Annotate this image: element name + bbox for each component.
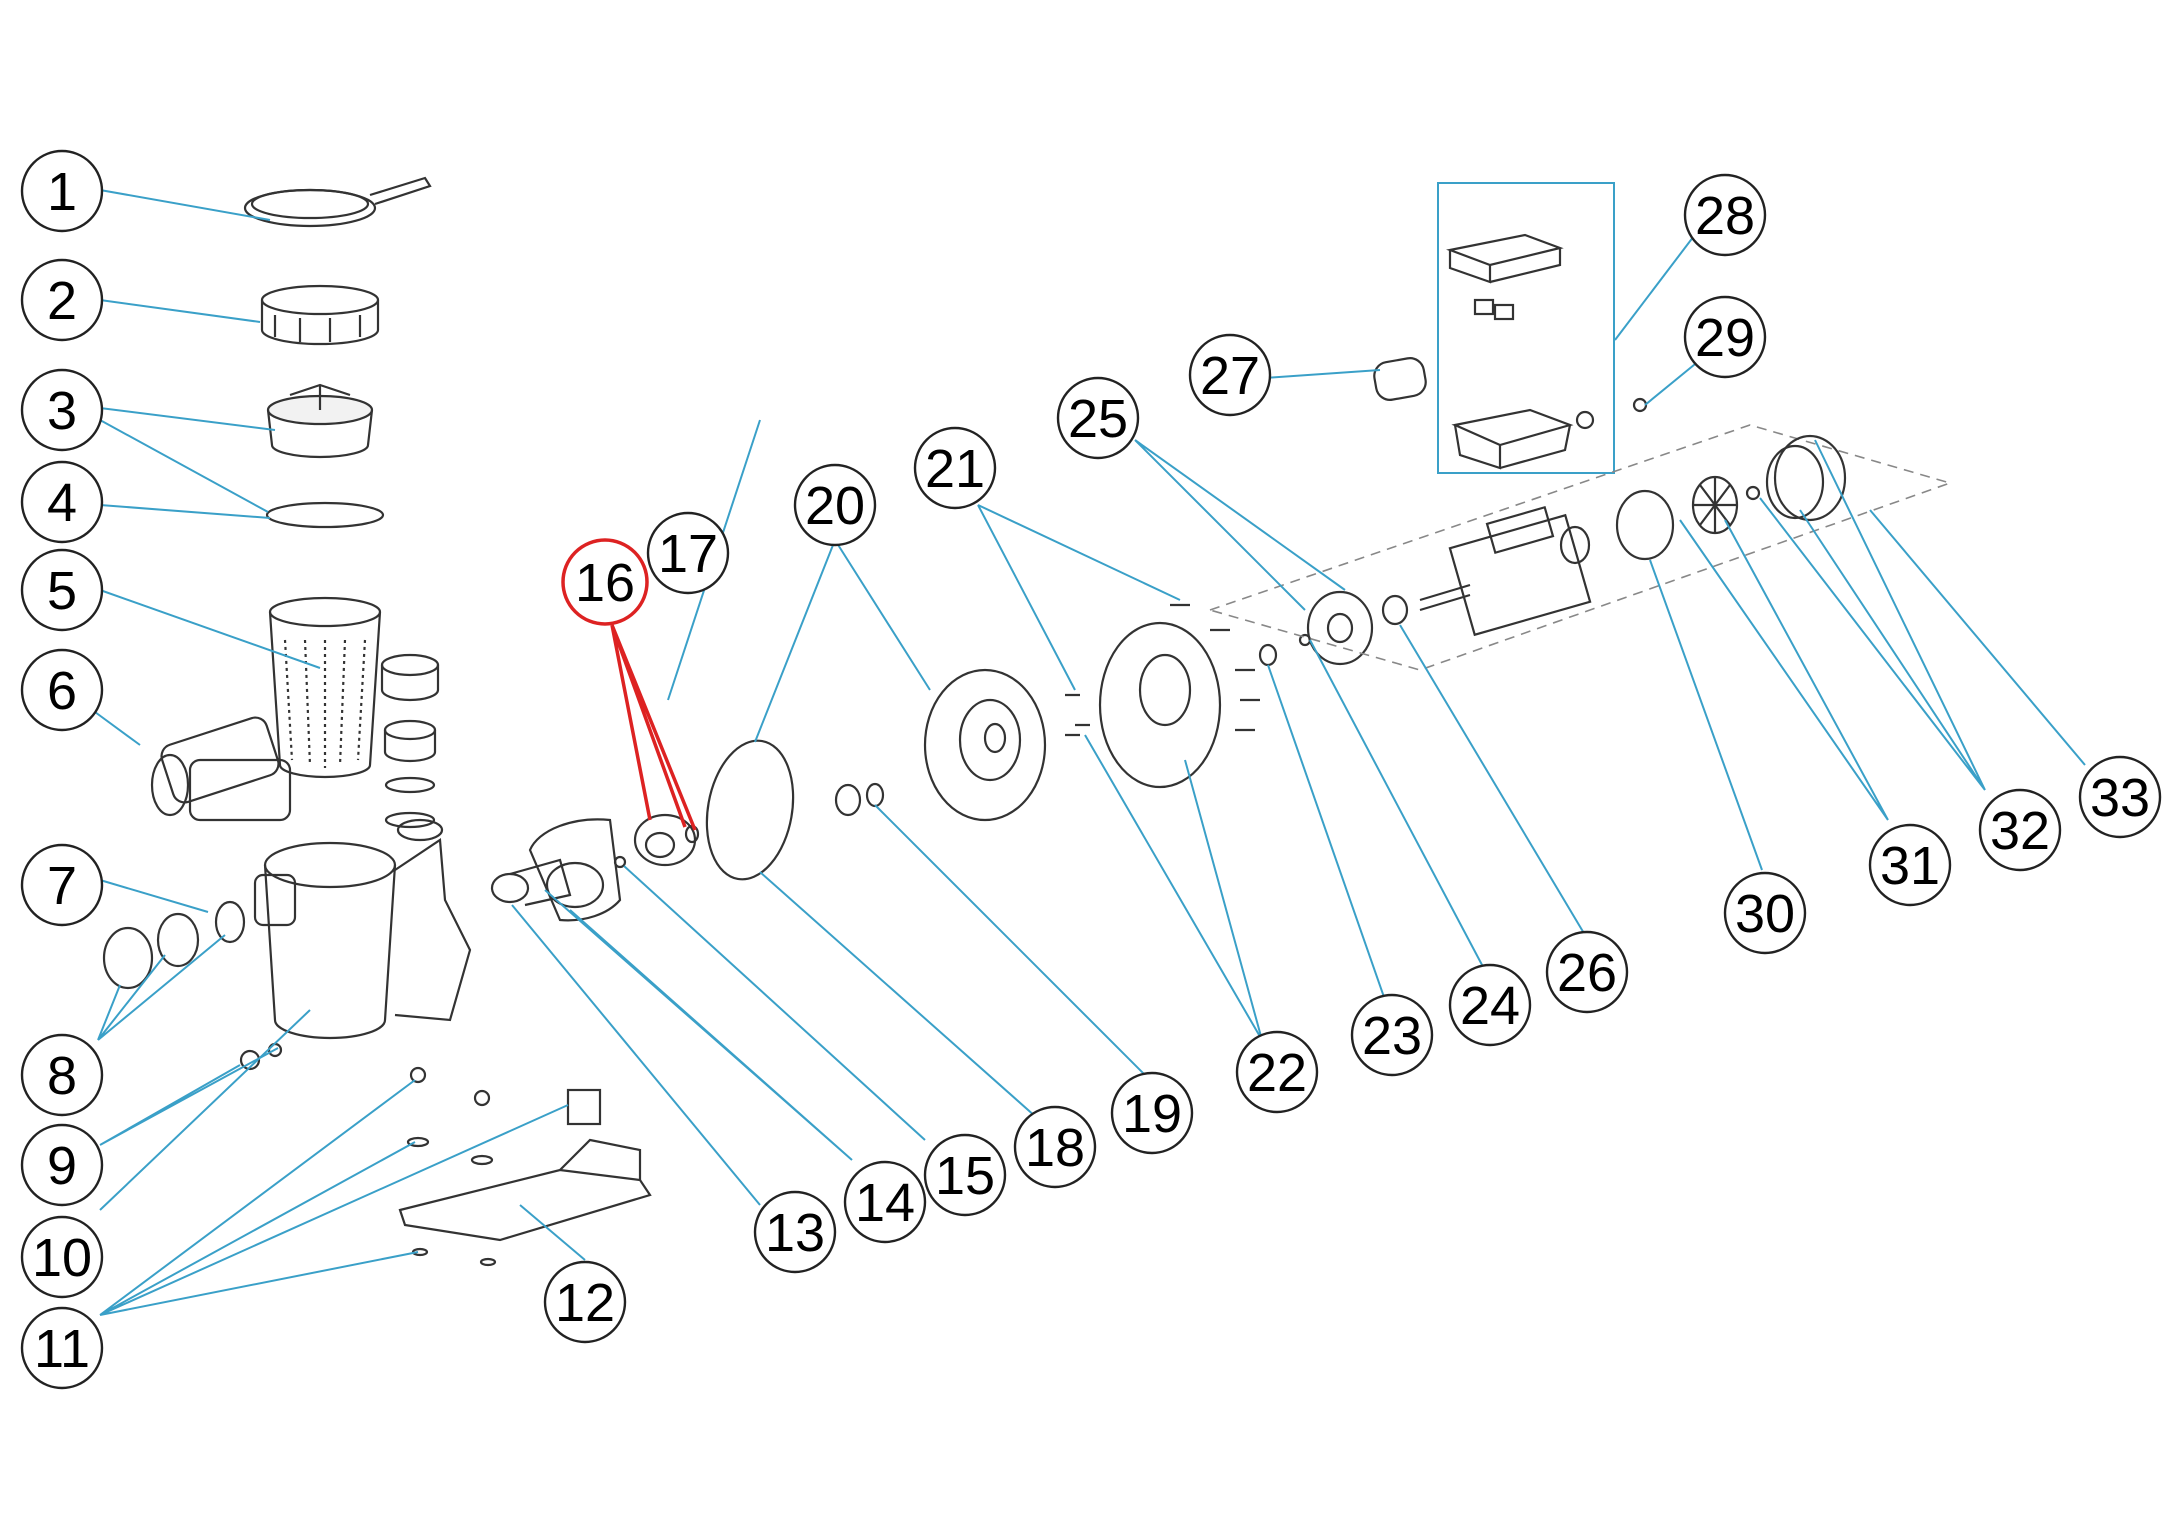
svg-text:27: 27: [1200, 346, 1260, 406]
part-1-lid-ring: [243, 176, 432, 228]
part-28-terminal-box: [1437, 182, 1615, 474]
svg-text:12: 12: [555, 1273, 615, 1333]
callout-27: 27: [1188, 333, 1272, 417]
callout-8: 8: [20, 1033, 104, 1117]
svg-text:3: 3: [47, 381, 77, 441]
part-23-washer: [1258, 643, 1278, 667]
part-5-basket: [268, 596, 382, 779]
part-12-base: [398, 1088, 652, 1242]
callout-21: 21: [913, 426, 997, 510]
svg-text:1: 1: [47, 162, 77, 222]
svg-text:19: 19: [1122, 1084, 1182, 1144]
part-21-22-bracket: [1065, 603, 1260, 789]
callout-23: 23: [1350, 993, 1434, 1077]
part-32-fan-cover: [1745, 434, 1847, 522]
part-27-capacitor: [1373, 357, 1427, 401]
svg-text:22: 22: [1247, 1043, 1307, 1103]
svg-text:24: 24: [1460, 976, 1520, 1036]
svg-text:20: 20: [805, 476, 865, 536]
part-motor-assembly: [1207, 424, 1953, 671]
part-30-end-plate: [1615, 489, 1675, 561]
callout-33: 33: [2078, 755, 2162, 839]
part-18-gasket: [705, 739, 795, 881]
part-unions-set: [380, 653, 440, 829]
callout-17: 17: [646, 511, 730, 595]
callout-20: 20: [793, 463, 877, 547]
svg-text:14: 14: [855, 1173, 915, 1233]
svg-text:30: 30: [1735, 884, 1795, 944]
callout-25: 25: [1056, 376, 1140, 460]
part-pump-housing: [253, 818, 472, 1040]
part-7-8-front-unions: [102, 900, 246, 990]
callout-24: 24: [1448, 963, 1532, 1047]
svg-text:21: 21: [925, 439, 985, 499]
svg-text:16: 16: [575, 553, 635, 613]
svg-text:31: 31: [1880, 836, 1940, 896]
callout-32: 32: [1978, 788, 2062, 872]
svg-text:15: 15: [935, 1146, 995, 1206]
part-13-14-diffuser: [490, 818, 622, 922]
part-20-seal-plate: [923, 668, 1047, 822]
callout-6: 6: [20, 648, 104, 732]
part-15-screw: [613, 855, 627, 869]
svg-text:23: 23: [1362, 1006, 1422, 1066]
part-29-screw: [1632, 397, 1648, 413]
callout-1: 1: [20, 149, 104, 233]
callout-15: 15: [923, 1133, 1007, 1217]
callout-4: 4: [20, 460, 104, 544]
part-drawings: [102, 176, 1953, 1267]
svg-text:28: 28: [1695, 186, 1755, 246]
callout-7: 7: [20, 843, 104, 927]
svg-text:29: 29: [1695, 308, 1755, 368]
svg-text:18: 18: [1025, 1118, 1085, 1178]
svg-text:10: 10: [32, 1228, 92, 1288]
callout-19: 19: [1110, 1071, 1194, 1155]
svg-text:13: 13: [765, 1203, 825, 1263]
part-6-adapters: [150, 716, 292, 822]
svg-text:25: 25: [1068, 389, 1128, 449]
svg-text:2: 2: [47, 271, 77, 331]
svg-text:4: 4: [47, 473, 77, 533]
svg-text:32: 32: [1990, 801, 2050, 861]
svg-text:33: 33: [2090, 768, 2150, 828]
callout-18: 18: [1013, 1105, 1097, 1189]
callout-10: 10: [20, 1215, 104, 1299]
callout-2: 2: [20, 258, 104, 342]
leader-lines: [94, 189, 2086, 1316]
part-2-lid-nut: [260, 284, 380, 346]
svg-text:7: 7: [47, 856, 77, 916]
svg-text:8: 8: [47, 1046, 77, 1106]
svg-text:17: 17: [658, 524, 718, 584]
callout-11: 11: [20, 1306, 104, 1390]
callout-14: 14: [843, 1160, 927, 1244]
part-24-25-motor-plate: [1298, 590, 1374, 666]
callouts: 1 2 3 4 5 6 7 8 9 10 11 12 13 14 15 16 1…: [20, 149, 2162, 1390]
svg-text:11: 11: [34, 1319, 90, 1379]
part-4-oring: [265, 501, 385, 529]
part-11-bolts: [406, 1066, 497, 1267]
part-3-lid: [266, 383, 374, 459]
callout-9: 9: [20, 1123, 104, 1207]
callout-31: 31: [1868, 823, 1952, 907]
callout-22: 22: [1235, 1030, 1319, 1114]
callout-28: 28: [1683, 173, 1767, 257]
callout-26: 26: [1545, 930, 1629, 1014]
svg-text:9: 9: [47, 1136, 77, 1196]
callout-16: 16: [561, 538, 649, 626]
part-31-fan: [1691, 475, 1739, 535]
part-16-impeller: [633, 813, 697, 867]
part-19-seal: [834, 782, 885, 817]
callout-13: 13: [753, 1190, 837, 1274]
callout-12: 12: [543, 1260, 627, 1344]
svg-text:5: 5: [47, 561, 77, 621]
svg-text:26: 26: [1557, 943, 1617, 1003]
callout-3: 3: [20, 368, 104, 452]
part-26-bearing: [1381, 594, 1409, 626]
svg-text:6: 6: [47, 661, 77, 721]
callout-5: 5: [20, 548, 104, 632]
callout-30: 30: [1723, 871, 1807, 955]
callout-29: 29: [1683, 295, 1767, 379]
